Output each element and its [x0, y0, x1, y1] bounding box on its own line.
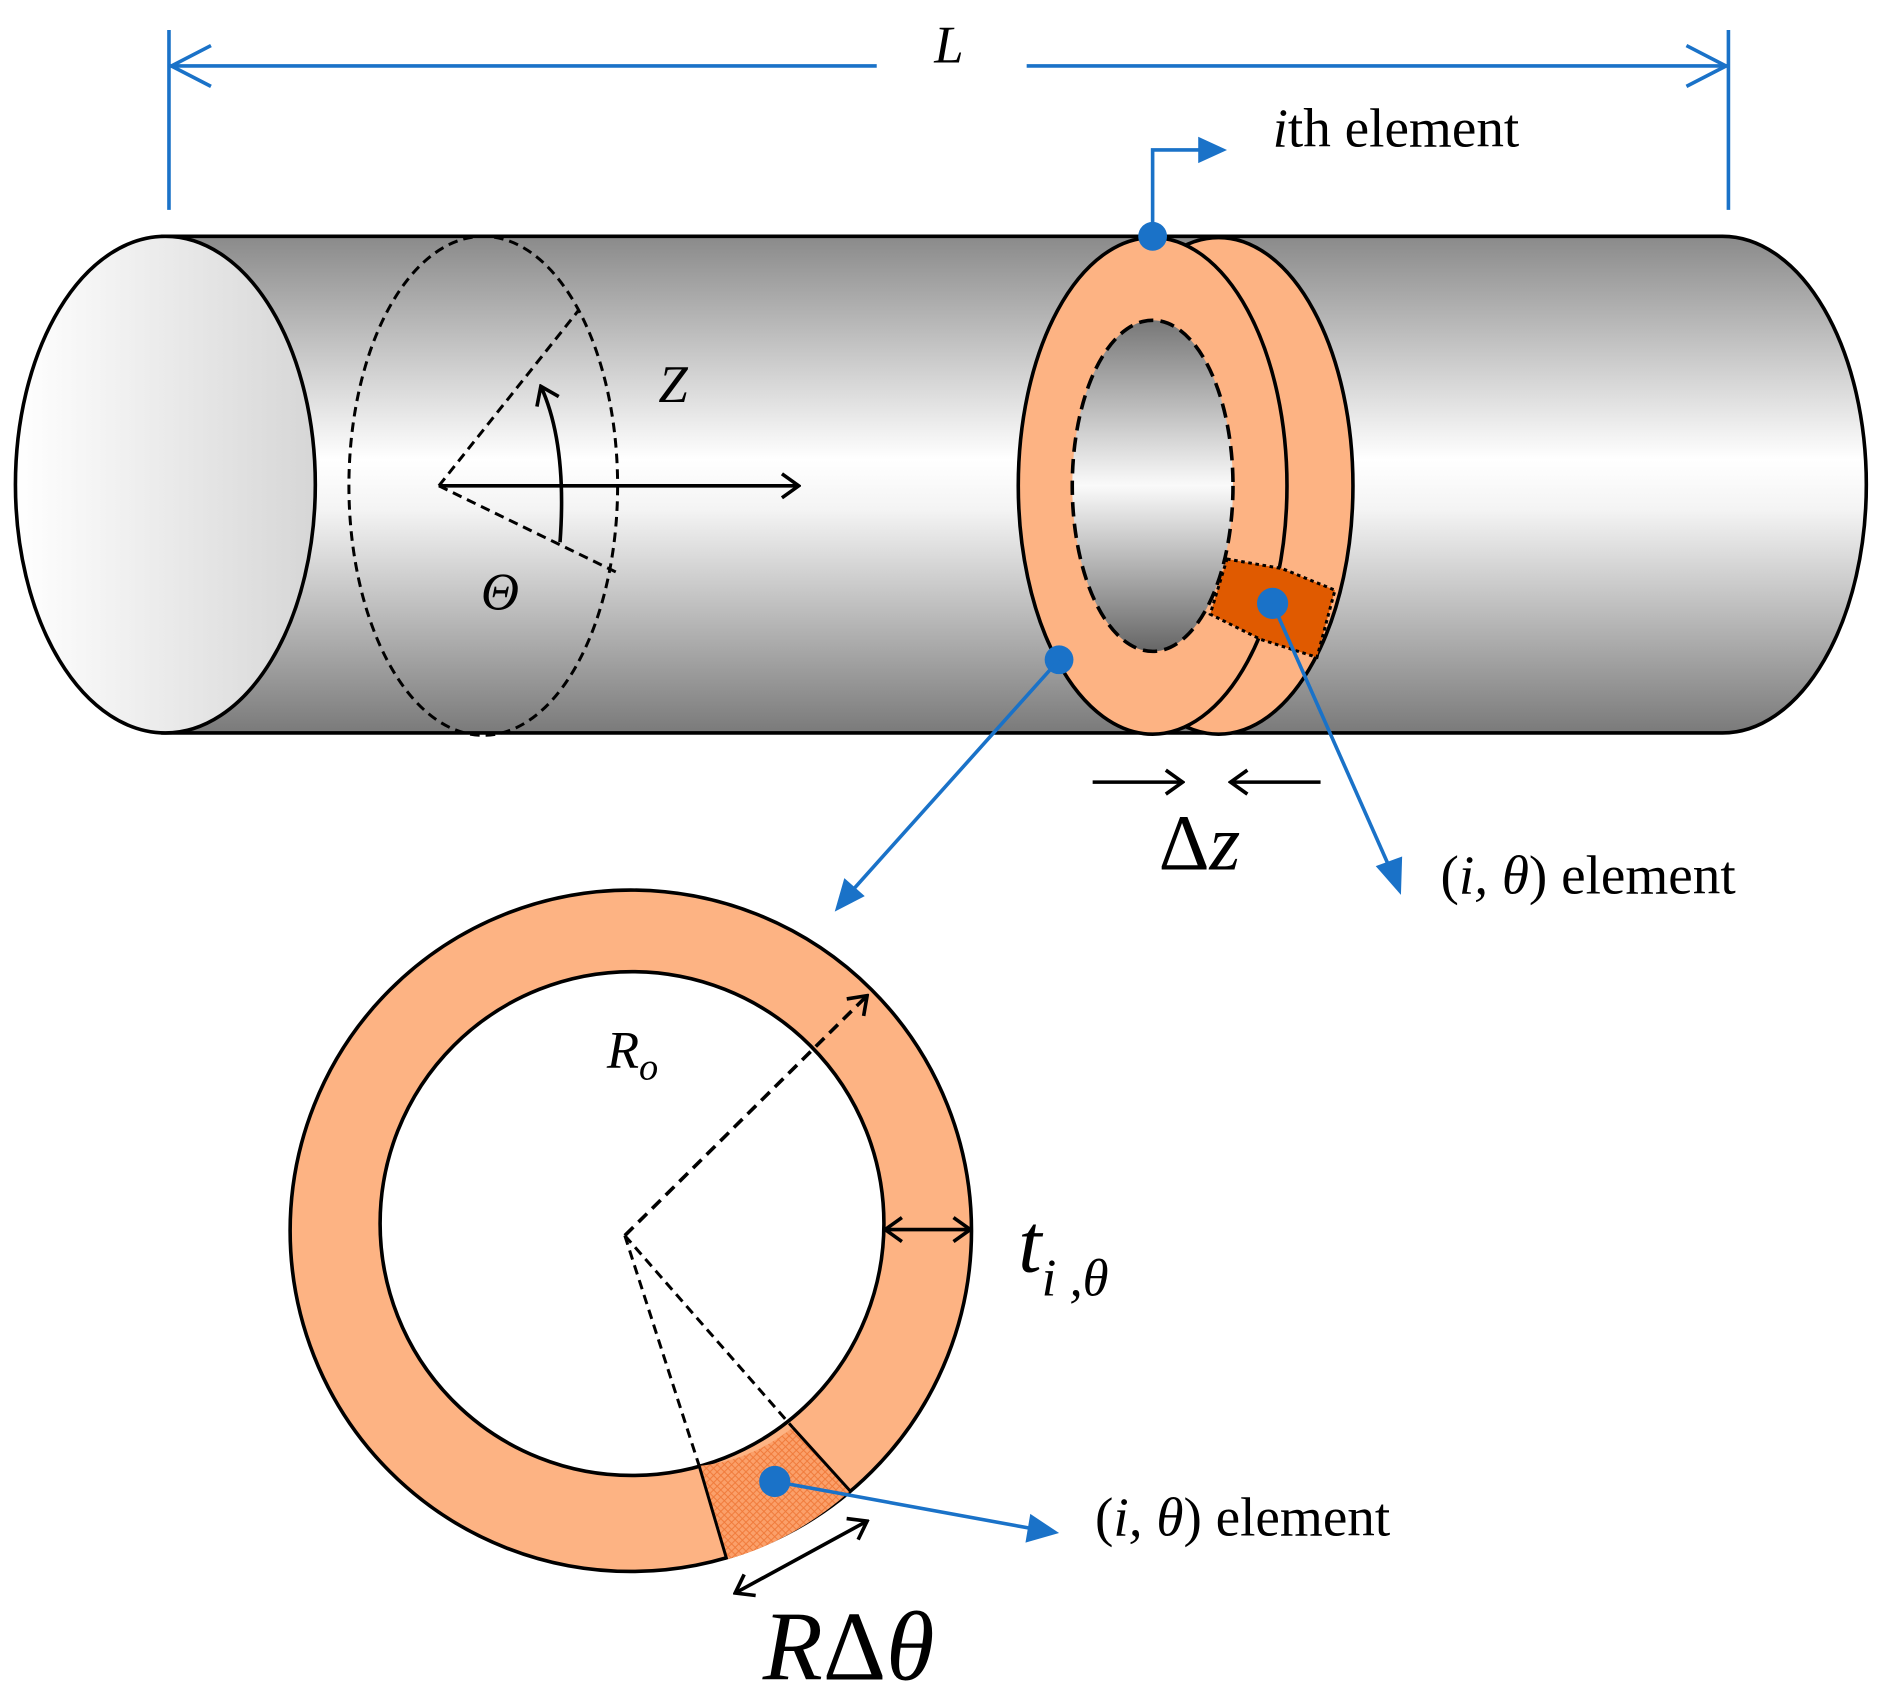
outer-radius-label: Ro — [606, 1022, 658, 1089]
length-label: L — [933, 16, 963, 74]
element-wedge-lines — [623, 1234, 852, 1560]
pipe-cylinder — [13, 234, 1869, 735]
element-label-top: (i, θ) element — [1441, 845, 1736, 906]
theta-label: Θ — [481, 563, 519, 621]
element-label-bottom: (i, θ) element — [1095, 1486, 1390, 1547]
cross-section-pointer — [834, 645, 1074, 912]
arc-length-arrow — [735, 1521, 867, 1593]
theta-rotation-arrow — [541, 386, 564, 543]
z-axis-label: Z — [658, 356, 688, 414]
element-pointer-top — [1256, 587, 1403, 895]
ith-element-label: ith element — [1273, 97, 1520, 158]
ith-element-pointer — [1138, 136, 1227, 251]
length-dimension — [167, 29, 1731, 210]
thickness-label: ti ,θ — [1018, 1198, 1108, 1308]
element-pointer-bottom — [759, 1465, 1060, 1543]
arc-length-label: RΔθ — [762, 1592, 935, 1695]
delta-z-label: Δz — [1159, 800, 1241, 888]
